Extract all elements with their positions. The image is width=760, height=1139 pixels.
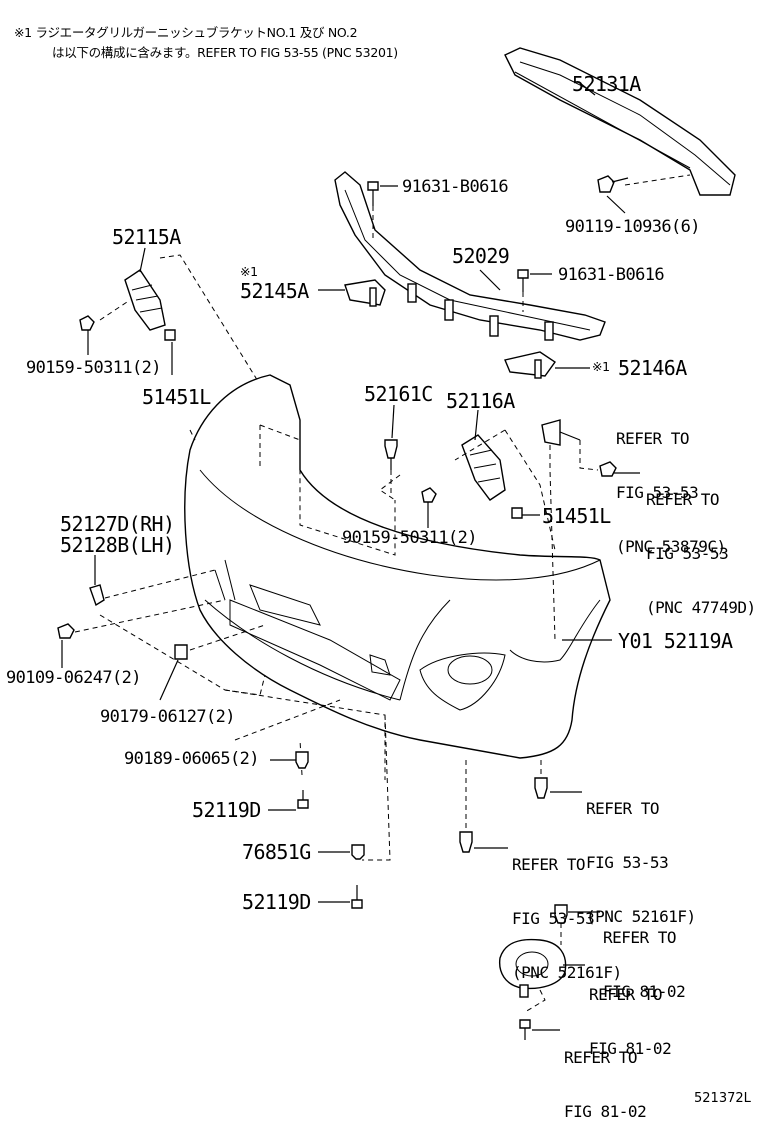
label-52116a[interactable]: 52116A (446, 389, 515, 413)
screw-fog-bottom (519, 1019, 531, 1040)
bolt-90119 (597, 175, 629, 193)
clip-52161c (384, 439, 398, 470)
label-90159-mid[interactable]: 90159-50311(2) (342, 528, 477, 548)
ref-line: FIG 53-53 (512, 909, 595, 928)
screw-52119d-a (297, 790, 309, 809)
clip-52161f-b (459, 831, 473, 853)
grille-bracket-52146a (504, 351, 556, 379)
bolt-90109 (57, 623, 75, 639)
label-52029[interactable]: 52029 (452, 244, 510, 268)
ref-line: REFER TO (512, 855, 586, 874)
clip-52161f-a (534, 777, 548, 799)
label-90189[interactable]: 90189-06065(2) (124, 749, 259, 769)
ref-line: REFER TO (616, 429, 690, 448)
ref-line: FIG 81-02 (564, 1102, 647, 1121)
label-76851g[interactable]: 76851G (242, 840, 311, 864)
fog-lamp-part (498, 938, 567, 998)
ref-47749d[interactable]: REFER TO FIG 53-53 (PNC 47749D) (646, 455, 756, 635)
clip-53879c (541, 419, 561, 446)
label-52115a[interactable]: 52115A (112, 225, 181, 249)
screw-fog-top (554, 904, 568, 924)
bumper-reinforcement-part (504, 47, 736, 196)
ref-81-02-b[interactable]: REFER TO FIG 81-02 (589, 950, 672, 1076)
label-90109[interactable]: 90109-06247(2) (6, 668, 141, 688)
note-mark-1a: ※1 (240, 264, 258, 279)
parts-diagram: ※1 ラジエータグリルガーニッシュブラケットNO.1 及び NO.2 は以下の構… (6, 25, 756, 1120)
ref-line: FIG 81-02 (589, 1039, 672, 1058)
label-90159-left[interactable]: 90159-50311(2) (26, 358, 161, 378)
ref-line: REFER TO (564, 1048, 638, 1067)
label-90179[interactable]: 90179-06127(2) (100, 707, 235, 727)
bolt-90159-mid (421, 487, 437, 503)
nut-90179 (174, 644, 188, 660)
clip-51451L-left (164, 329, 176, 341)
bumper-cover-part (184, 374, 611, 759)
clip-51451L-right (511, 507, 523, 519)
screw-52119d-b (351, 885, 363, 909)
label-51451l-right[interactable]: 51451L (542, 504, 611, 528)
ref-81-02-c[interactable]: REFER TO FIG 81-02 (564, 1013, 647, 1139)
ref-53879c[interactable]: REFER TO FIG 53-53 (PNC 53879C) (616, 394, 726, 574)
clip-76851g (351, 844, 365, 860)
label-y01-52119a[interactable]: Y01 52119A (618, 629, 733, 653)
label-51451l-left[interactable]: 51451L (142, 385, 211, 409)
ref-line: (PNC 52161F) (512, 963, 622, 982)
note-line-2: は以下の構成に含みます。REFER TO FIG 53-55 (PNC 5320… (52, 45, 398, 60)
label-91631-top[interactable]: 91631-B0616 (402, 177, 509, 197)
label-90119[interactable]: 90119-10936(6) (565, 217, 700, 237)
label-52161c[interactable]: 52161C (364, 382, 433, 406)
side-retainer-left (124, 269, 166, 331)
bumper-bracket-part (334, 171, 606, 341)
label-52128b[interactable]: 52128B(LH) (60, 533, 175, 557)
label-91631-mid[interactable]: 91631-B0616 (558, 265, 665, 285)
label-52127d[interactable]: 52127D(RH) (60, 512, 175, 536)
note-line-1: ※1 ラジエータグリルガーニッシュブラケットNO.1 及び NO.2 (14, 25, 358, 40)
label-52119d-a[interactable]: 52119D (192, 798, 261, 822)
side-retainer-right (461, 434, 506, 501)
ref-line: (PNC 52161F) (586, 907, 696, 926)
label-52145a[interactable]: 52145A (240, 279, 309, 303)
side-bracket-left (89, 584, 105, 607)
label-52146a[interactable]: 52146A (618, 356, 687, 380)
ref-line: REFER TO (586, 799, 660, 818)
grille-bracket-52145a (344, 279, 386, 307)
ref-line: FIG 53-53 (646, 544, 729, 563)
ref-line: FIG 53-53 (616, 483, 699, 502)
note-mark-1b: ※1 (592, 359, 610, 374)
clip-90189 (295, 751, 309, 769)
label-52131a[interactable]: 52131A (572, 72, 641, 96)
bolt-91631-top (367, 181, 379, 206)
bolt-91631-mid (517, 269, 529, 292)
ref-52161f-b[interactable]: REFER TO FIG 53-53 (PNC 52161F) (512, 820, 622, 1000)
screw-47749d (599, 461, 617, 477)
ref-line: REFER TO (646, 490, 720, 509)
ref-81-02-a[interactable]: REFER TO FIG 81-02 (603, 893, 686, 1019)
ref-line: FIG 81-02 (603, 982, 686, 1001)
ref-line: FIG 53-53 (586, 853, 669, 872)
ref-line: REFER TO (589, 985, 663, 1004)
ref-52161f-a[interactable]: REFER TO FIG 53-53 (PNC 52161F) (586, 764, 696, 944)
ref-line: (PNC 47749D) (646, 598, 756, 617)
ref-line: REFER TO (603, 928, 677, 947)
label-52119d-b[interactable]: 52119D (242, 890, 311, 914)
figure-code: 521372L (694, 1091, 751, 1106)
diagram-drawing (57, 47, 736, 1040)
ref-line: (PNC 53879C) (616, 537, 726, 556)
bolt-90159-left (79, 315, 95, 331)
